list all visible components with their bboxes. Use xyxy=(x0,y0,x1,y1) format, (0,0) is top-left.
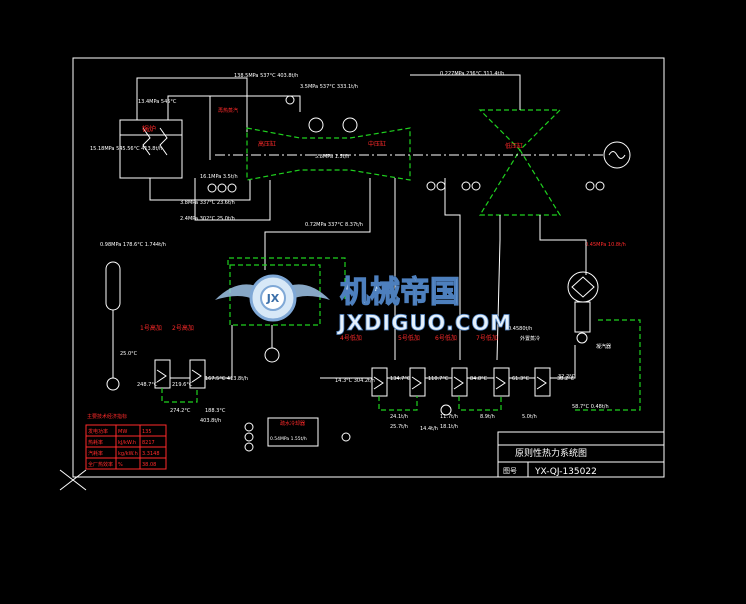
table-cell: 38.08 xyxy=(142,462,156,468)
table-cell: MW xyxy=(118,429,127,435)
main-steam-line xyxy=(136,77,248,132)
table-cell: kg/kW.h xyxy=(118,451,138,457)
lp-heater-label-5: 5号低加 xyxy=(398,334,420,342)
logo-letters: JX xyxy=(266,292,280,305)
lp-ext-text: 0.45MPa 10.8t/h xyxy=(585,242,626,248)
lp-main: 14.3°C 304.2t/h xyxy=(335,378,375,384)
hp-heater-2-label: 2号高加 xyxy=(172,324,194,332)
table-cell: 发电功率 xyxy=(88,428,108,435)
hp-turbine-label: 高压缸 xyxy=(258,140,276,148)
deaer-in-text: 0.72MPa 337°C 8.37t/h xyxy=(305,222,363,228)
cond-bottom: 32.2°C xyxy=(558,374,576,380)
condensate-pump-icon xyxy=(576,332,588,344)
brand-en: JXDIGUO.COM xyxy=(336,311,512,335)
hp-drain: 403.8t/h xyxy=(200,418,221,424)
lp-temp-6: 84.8°C xyxy=(470,376,488,382)
lp-temp-5: 110.7°C xyxy=(428,376,449,382)
lp-flow-6: 11.7t/h xyxy=(440,414,458,420)
reheat-text: 3.5MPa 537°C 333.1t/h xyxy=(300,84,358,90)
lp-heater-label-7: 7号低加 xyxy=(476,334,498,342)
table-cell: 热耗率 xyxy=(88,439,103,446)
lp-temp-7: 61.3°C xyxy=(512,376,530,382)
ip-valve-icon xyxy=(342,117,358,133)
watermark: JX 机械帝国 JXDIGUO.COM xyxy=(215,274,512,335)
steam-box xyxy=(267,417,319,447)
feed-pump-icon xyxy=(264,347,280,363)
lp-heater-label-4: 4号低加 xyxy=(340,334,362,342)
hp-temp-1: 248.7°C xyxy=(137,382,158,388)
extraction1-text: 3.8MPa 337°C 23.6t/h xyxy=(180,200,235,206)
lp-heater-label-6: 6号低加 xyxy=(435,334,457,342)
lp-flow-8: 5.0t/h xyxy=(522,414,537,420)
brand-cn: 机械帝国 xyxy=(340,275,460,310)
ip-turbine-label: 中压缸 xyxy=(368,140,386,148)
drum-text: 25.0°C xyxy=(120,351,138,357)
hw-bottom-text: 18.1t/h xyxy=(440,424,458,430)
lp-turbine-label: 低压缸 xyxy=(505,142,523,150)
generator-icon xyxy=(603,141,631,169)
table-title: 主要技术经济指标 xyxy=(87,413,127,420)
extraction2-text: 2.4MPa 302°C 25.0t/h xyxy=(180,216,235,222)
drum-tank xyxy=(105,261,121,311)
reheat-line xyxy=(167,95,211,160)
hotwell xyxy=(574,301,591,333)
drawing-no-label: 图号 xyxy=(503,467,517,475)
lp-flow-7: 8.9t/h xyxy=(480,414,495,420)
lp-temp-8: 38.2°C xyxy=(557,376,575,382)
table-cell: 135 xyxy=(142,429,152,435)
boiler-out-text: 13.4MPa 545°C xyxy=(138,99,177,105)
drawing-border xyxy=(72,57,665,478)
lp-inlet-text: 0.227MPa 236°C 311.4t/h xyxy=(440,71,504,77)
reheat-label: 再热蒸汽 xyxy=(218,107,238,114)
hp-heater-1-label: 1号高加 xyxy=(140,324,162,332)
drain-bottom-text: 25.7t/h xyxy=(390,424,408,430)
table-cell: 3.3148 xyxy=(142,451,160,457)
ip-out2-text: 5.8MPa 1.5t/h xyxy=(315,154,349,160)
bottom-flow: 58.7°C 0.48t/h xyxy=(572,404,609,410)
boiler-box xyxy=(119,119,183,179)
cond-flow: 0.4580t/h xyxy=(508,326,532,332)
table-cell: 全厂热效率 xyxy=(88,461,113,468)
lp-heaters xyxy=(371,367,551,397)
lp-temp-4: 134.7°C xyxy=(390,376,411,382)
steam-box-text: 0.54MPa 1.55t/h xyxy=(270,436,307,442)
lp-heater-label-8: 外置蒸冷 xyxy=(520,335,540,342)
table-cell: 汽耗率 xyxy=(88,450,103,457)
lp-flow-4: 24.1t/h xyxy=(390,414,408,420)
indicator-table: 主要技术经济指标 发电功率 MW 135 热耗率 kJ/kW.h 8217 汽耗… xyxy=(85,413,167,470)
boiler-label: 锅炉 xyxy=(142,124,156,133)
lp-flow-5: 14.4t/h xyxy=(420,426,438,432)
main-steam-text: 138.5MPa 537°C 403.8t/h xyxy=(234,73,298,79)
feedwater-text: 0.98MPa 178.6°C 1.744t/h xyxy=(100,242,166,248)
drain-pump-icon xyxy=(440,404,452,416)
table-cell: kJ/kW.h xyxy=(118,440,136,446)
table-cell: 8217 xyxy=(142,440,155,446)
hp-valve-icon xyxy=(308,117,324,133)
hp-temp-2: 219.6°C xyxy=(172,382,193,388)
table-cell: % xyxy=(118,462,123,468)
drawing-no: YX-QJ-135022 xyxy=(534,467,597,477)
ip-out-text: 16.1MPa 3.5t/h xyxy=(200,174,238,180)
drawing-title: 原则性热力系统图 xyxy=(515,447,587,459)
title-block: 原则性热力系统图 图号 YX-QJ-135022 xyxy=(497,431,665,478)
crosshair-mark xyxy=(59,469,87,491)
hp-mid: 167.5°C 413.8t/h xyxy=(205,376,248,382)
lp-turbine xyxy=(478,109,562,216)
hp-ip-turbine xyxy=(246,127,411,181)
steam-box-label: 疏水冷却器 xyxy=(280,420,305,427)
cond-label: 凝汽器 xyxy=(596,343,611,350)
boiler-side-text: 15.18MPa 545.56°C 413.8t/h xyxy=(90,146,162,152)
hp-flow-1: 274.2°C xyxy=(170,408,191,414)
hp-flow-2: 188.3°C xyxy=(205,408,226,414)
drum-pump-icon xyxy=(106,377,120,391)
